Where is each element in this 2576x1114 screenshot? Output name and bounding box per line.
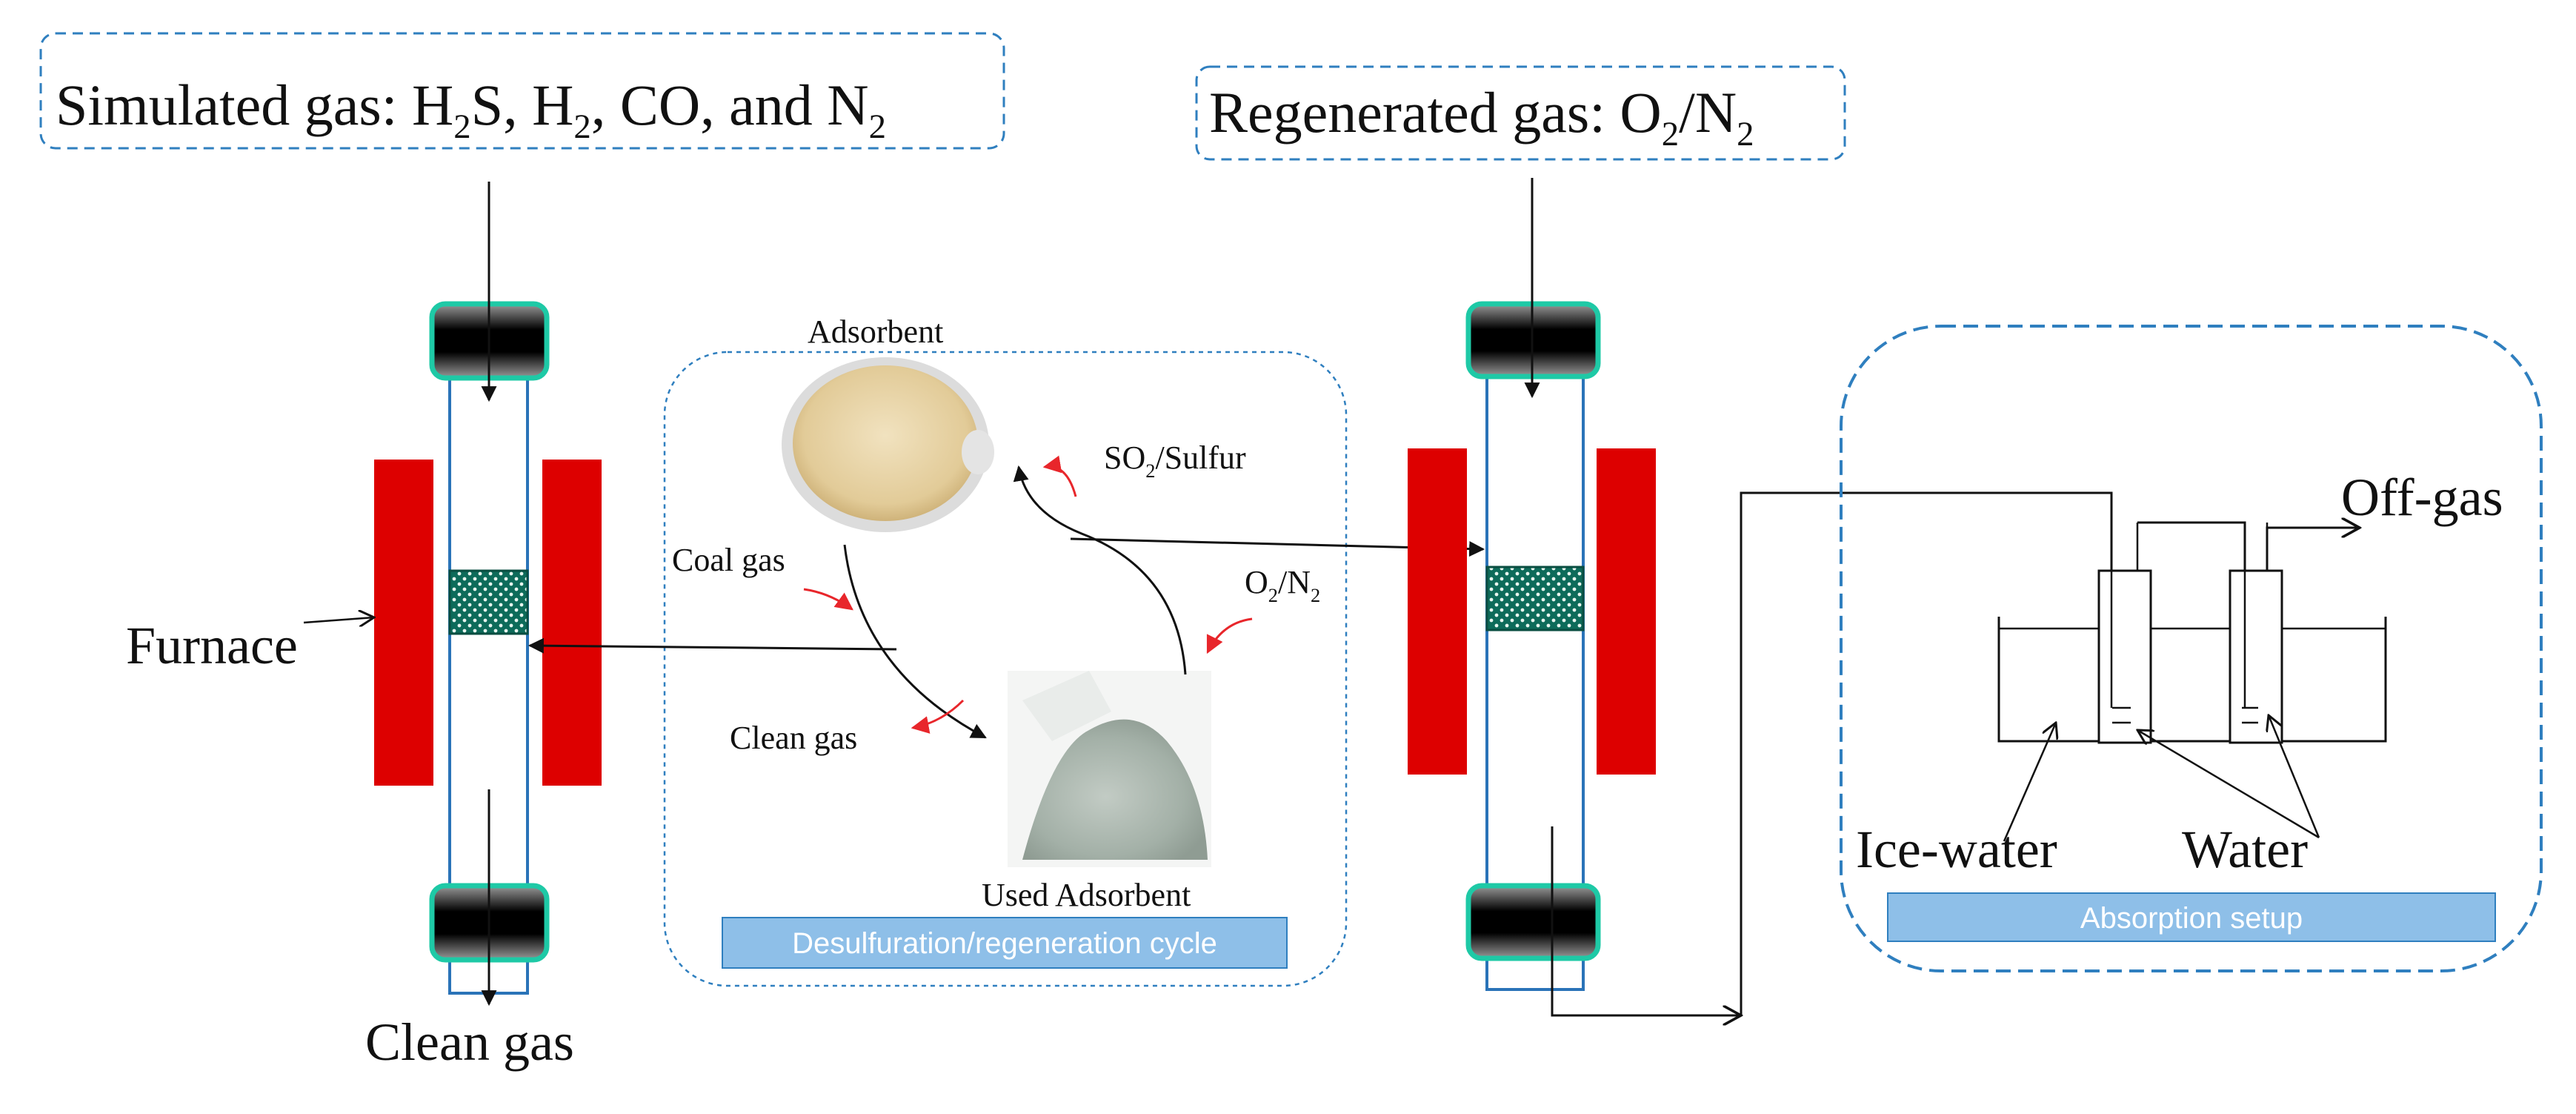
fresh-adsorbent-image [782,357,994,532]
sulfidation-arrow [843,544,987,739]
bottle-connector-tube [2137,521,2246,571]
furnace-right-outer [1408,448,1467,775]
cycle-panel: Desulfuration/regeneration cycle Adsorbe… [663,314,1348,987]
regeneration-outlet-line [1551,826,1741,1015]
ice-water-bath [1997,617,2387,743]
off-gas-label: Off-gas [2341,468,2503,527]
ice-water-label: Ice-water [1856,820,2057,879]
furnace-right-inner [1597,448,1656,775]
water-pointer-1 [2137,730,2320,839]
o2-n2-label: O2/N2 [1245,564,1320,606]
furnace-label: Furnace [126,616,298,675]
clean-gas-outlet-label: Clean gas [365,1012,574,1072]
furnace-pointer-arrow [303,617,374,623]
simulated-gas-label: Simulated gas: H2S, H2, CO, and N2 [56,73,886,146]
adsorbent-bed [448,569,529,635]
regeneration-bed [1485,566,1585,631]
o2n2-red-arrow [1206,617,1253,654]
coal-gas-label: Coal gas [672,542,785,578]
so2-red-arrow [1042,455,1077,497]
regeneration-reactor [1408,178,2113,1015]
regeneration-arrow [1013,465,1187,675]
clean-gas-cycle-label: Clean gas [730,720,857,756]
furnace-left-inner [542,460,602,786]
used-adsorbent-label: Used Adsorbent [982,877,1191,913]
to-desulfurization-reactor-arrow [527,637,897,654]
desulfurization-reactor [303,182,602,1007]
simulated-gas-label-box: Simulated gas: H2S, H2, CO, and N2 [39,32,1005,150]
cycle-banner-label: Desulfuration/regeneration cycle [792,927,1217,960]
water-label: Water [2182,820,2308,879]
regenerated-gas-label: Regenerated gas: O2/N2 [1209,80,1754,153]
furnace-left-outer [374,460,433,786]
coal-gas-red-arrow [803,588,853,611]
water-pointer-2 [2269,715,2320,838]
adsorbent-label: Adsorbent [808,314,943,350]
regenerated-gas-label-box: Regenerated gas: O2/N2 [1195,65,1846,161]
ice-water-pointer [2003,723,2056,842]
so2-sulfur-label: SO2/Sulfur [1104,440,1246,482]
used-adsorbent-image [1008,671,1211,867]
cycle-banner [722,917,1288,969]
off-gas-outlet [2266,528,2360,571]
clean-gas-red-arrow [911,699,965,734]
absorption-banner-label: Absorption setup [2080,902,2303,935]
absorption-bottle-2 [2229,569,2283,744]
absorption-banner [1887,892,2496,942]
regeneration-bottom-connector [1465,883,1601,961]
absorption-bottle-1 [2097,569,2152,744]
absorption-panel: Absorption setup [1840,325,2543,972]
